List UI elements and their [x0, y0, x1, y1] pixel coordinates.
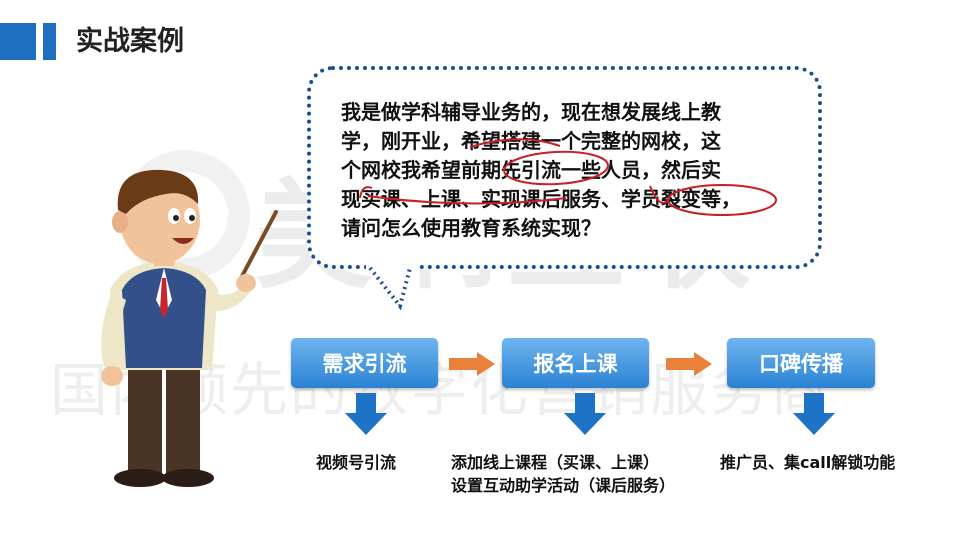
- caption-line: 设置互动助学活动（课后服务）: [451, 476, 676, 495]
- header-accent-bar: [0, 23, 36, 60]
- bubble-line: 个网校我希望前期先引流一些人员，然后实: [341, 158, 721, 182]
- header-accent-bar-small: [43, 23, 56, 60]
- step-enroll-class: 报名上课: [502, 338, 649, 388]
- speech-bubble-tail: [366, 262, 416, 310]
- step-caption: 添加线上课程（买课、上课） 设置互动助学活动（课后服务）: [451, 451, 675, 497]
- step-demand-traffic: 需求引流: [291, 338, 438, 388]
- step-word-of-mouth: 口碑传播: [727, 338, 875, 388]
- down-arrow-icon: [564, 393, 606, 435]
- down-arrow-icon: [345, 393, 387, 435]
- step-caption: 视频号引流: [316, 451, 396, 474]
- page-title: 实战案例: [76, 26, 184, 57]
- caption-line: 推广员、集call解锁功能: [720, 453, 896, 472]
- step-caption: 推广员、集call解锁功能: [720, 451, 895, 474]
- bubble-line: 我是做学科辅导业务的，现在想发展线上教: [341, 100, 721, 124]
- right-arrow-icon: [666, 352, 712, 376]
- teacher-illustration: [101, 169, 278, 487]
- caption-line: 视频号引流: [316, 453, 397, 472]
- right-arrow-icon: [449, 352, 495, 376]
- bubble-line: 请问怎么使用教育系统实现？: [341, 216, 601, 240]
- down-arrow-icon: [793, 393, 835, 435]
- bubble-line: 学，刚开业，希望搭建一个完整的网校，这: [341, 129, 721, 153]
- bubble-line: 现买课、上课、实现课后服务、学员裂变等，: [341, 187, 741, 211]
- caption-line: 添加线上课程（买课、上课）: [451, 453, 660, 472]
- bubble-text: 我是做学科辅导业务的，现在想发展线上教 学，刚开业，希望搭建一个完整的网校，这 …: [341, 98, 801, 243]
